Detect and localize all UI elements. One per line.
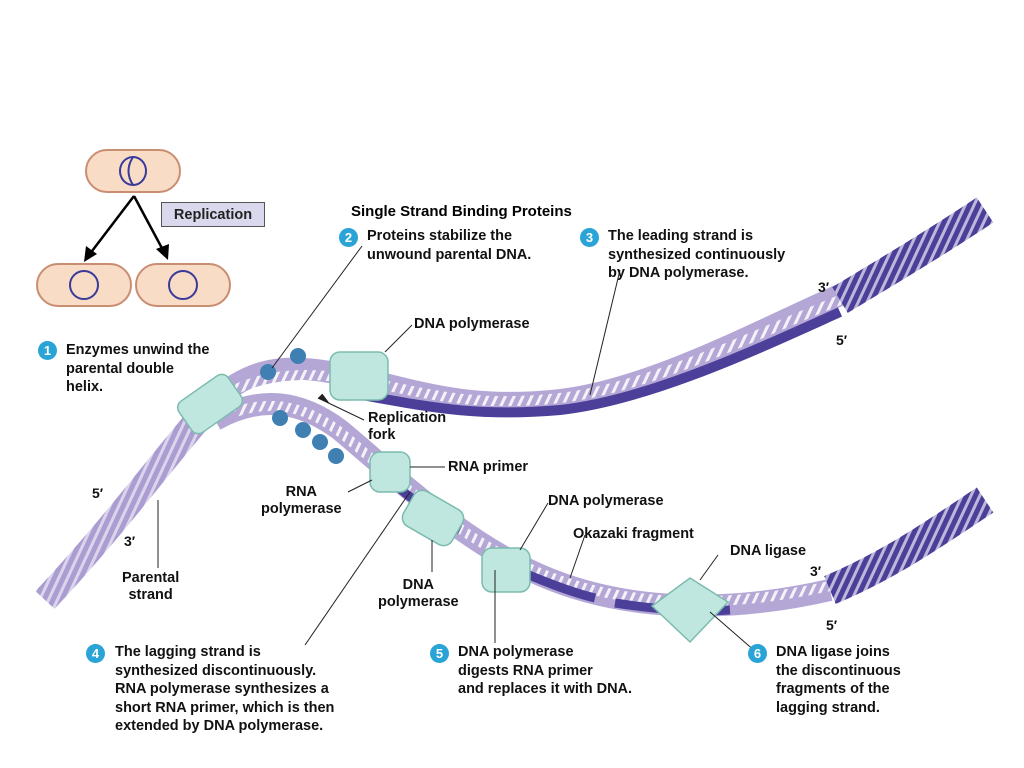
label-dna-ligase: DNA ligase: [730, 543, 807, 559]
end-top-3: 3′: [818, 279, 830, 295]
step-4-text: The lagging strand is synthesized discon…: [115, 644, 335, 734]
step-3-badge: 3: [580, 228, 599, 247]
label-okazaki-fragment: Okazaki fragment: [573, 526, 694, 542]
label-dna-polymerase-top: DNA polymerase: [414, 316, 530, 332]
end-top-5: 5′: [836, 332, 848, 348]
step-5-badge: 5: [430, 644, 449, 663]
step-5-text: DNA polymerase digests RNA primer and re…: [458, 644, 633, 697]
leader-lines: [157, 245, 757, 653]
step-4-badge: 4: [86, 644, 105, 663]
arrow-right: [132, 195, 166, 253]
label-dna-polymerase-bottom: DNA polymerase: [378, 577, 459, 610]
ssb-proteins: [260, 348, 344, 464]
leading-strand-region: [207, 197, 994, 418]
rna-polymerase: [369, 451, 411, 493]
step-1-text: Enzymes unwind the parental double helix…: [66, 342, 210, 395]
ssb-title: Single Strand Binding Proteins: [351, 203, 572, 220]
end-left-3: 3′: [124, 533, 136, 549]
step-6-text: DNA ligase joins the discontinuous fragm…: [776, 644, 901, 716]
step-2-text: Proteins stabilize the unwound parental …: [367, 228, 532, 263]
label-dna-polymerase-mid: DNA polymerase: [548, 493, 664, 509]
daughter-cell-left: [36, 263, 132, 307]
end-bottom-3: 3′: [810, 563, 822, 579]
step-1-badge: 1: [38, 341, 57, 360]
step-2-badge: 2: [339, 228, 358, 247]
cell-division-diagram: [36, 149, 231, 307]
label-rna-polymerase: RNA polymerase: [261, 484, 342, 517]
arrow-left: [88, 195, 135, 256]
label-rna-primer: RNA primer: [448, 459, 529, 475]
step-6-badge: 6: [748, 644, 767, 663]
dna-ligase: [650, 577, 730, 644]
dna-polymerase-lagging: [401, 489, 465, 547]
step-3-text: The leading strand is synthesized contin…: [608, 228, 786, 281]
enzymes: [176, 351, 730, 644]
label-replication-fork: Replication fork: [368, 410, 447, 443]
end-bottom-5: 5′: [826, 617, 838, 633]
dna-polymerase-primer: [481, 547, 531, 593]
label-parental-strand: Parental strand: [122, 570, 180, 603]
dna-polymerase-leading: [329, 351, 389, 401]
parent-cell: [85, 149, 181, 193]
replication-label: Replication: [161, 202, 265, 227]
end-left-5: 5′: [92, 485, 104, 501]
helicase: [176, 373, 244, 435]
daughter-cell-right: [135, 263, 231, 307]
